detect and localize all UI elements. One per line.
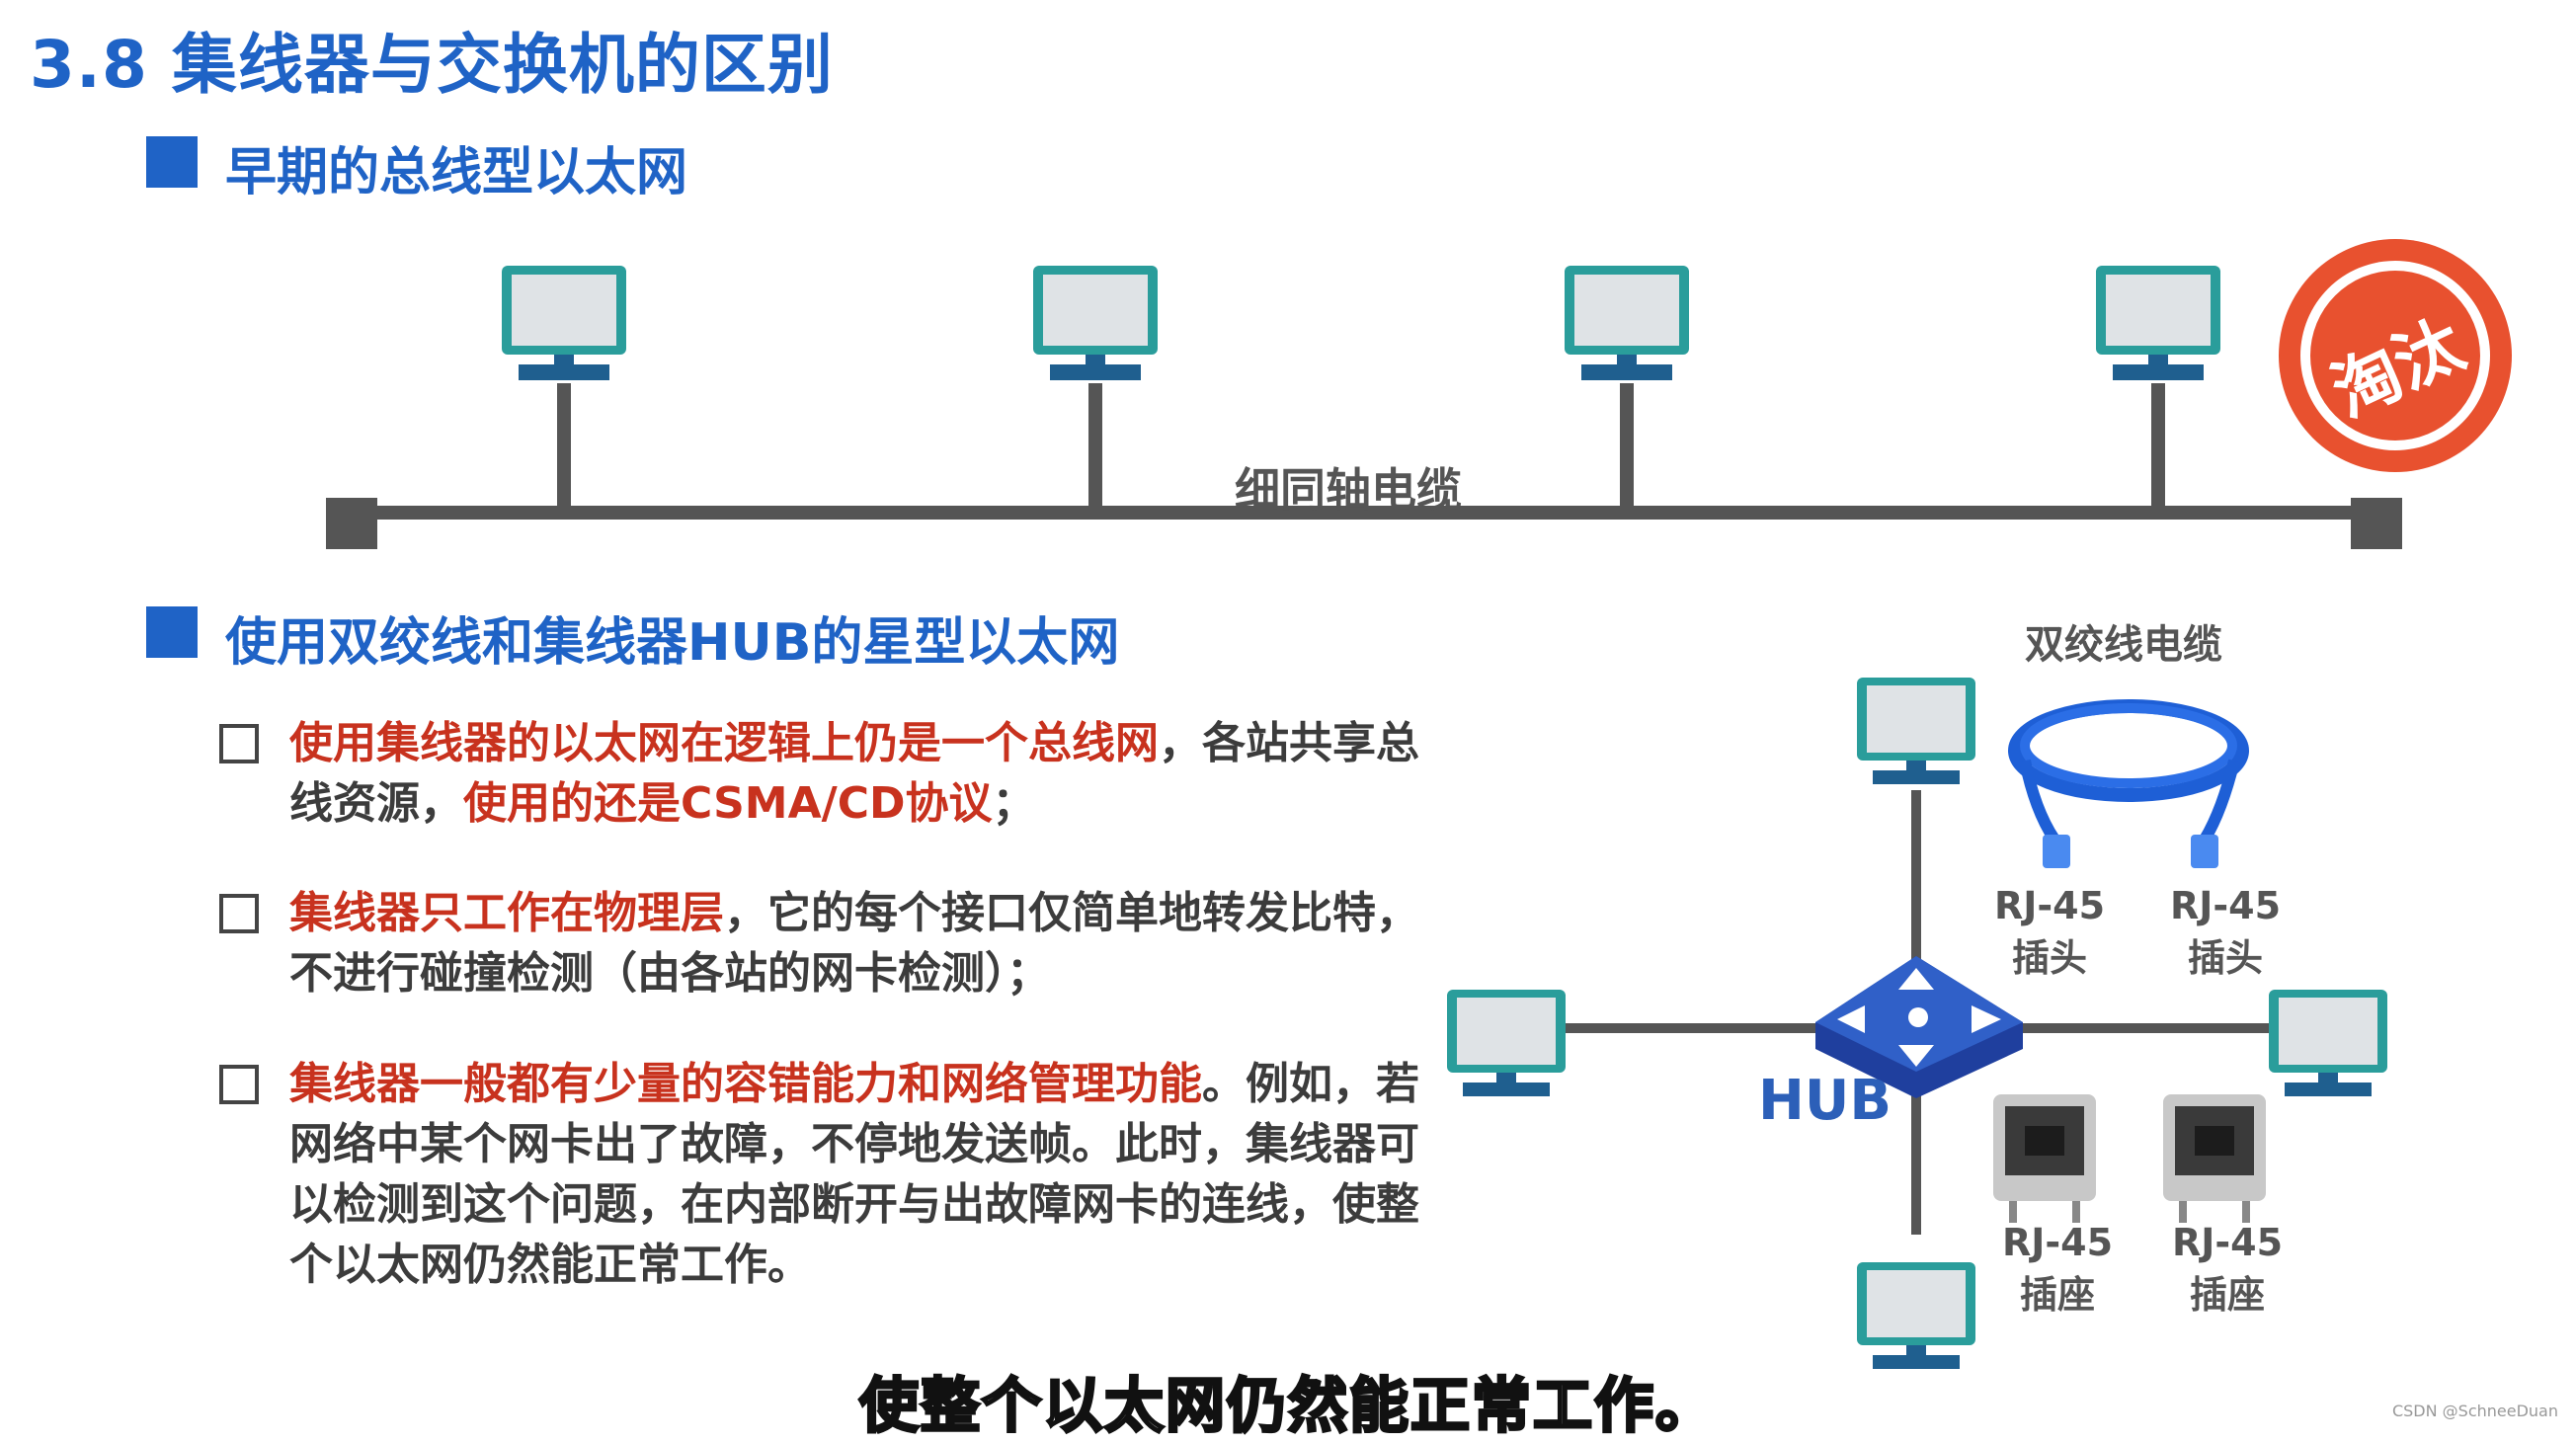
- bullet-1-plain-2: ；: [992, 778, 1036, 829]
- rj45-jack-2-icon: [2163, 1094, 2266, 1223]
- hub-label: HUB: [1758, 1069, 1892, 1133]
- twisted-pair-label: 双绞线电缆: [2025, 622, 2222, 668]
- rj45-jack-2-line2: 插座: [2189, 1273, 2265, 1317]
- star-monitor-right: [2269, 990, 2387, 1096]
- star-monitor-left: [1447, 990, 1566, 1096]
- rj45-plug-1-line1: RJ-45: [1993, 884, 2106, 927]
- bullet-1-plain: ，各站共享总线资源，: [289, 718, 1419, 829]
- section-title-star: 使用双绞线和集线器HUB的星型以太网: [225, 613, 1120, 673]
- rj45-plug-2-line2: 插头: [2187, 936, 2263, 980]
- bullet-2-plain: ，它的每个接口仅简单地转发比特，不进行碰撞检测（由各站的网卡检测）；: [289, 888, 1419, 999]
- watermark: CSDN @SchneeDuan: [2391, 1402, 2558, 1420]
- star-monitor-top: [1857, 678, 1975, 784]
- bullet-2-highlight: 集线器只工作在物理层: [289, 888, 724, 938]
- bus-monitor-3: [1565, 266, 1689, 380]
- rj45-jack-1-label: RJ-45 插座: [1993, 1221, 2122, 1319]
- bullet-1-highlight-2: 使用的还是CSMA/CD协议: [463, 778, 993, 829]
- bullet-3-plain: 。例如，若网络中某个网卡出了故障，不停地发送帧。此时，集线器可以检测到这个问题，…: [289, 1059, 1419, 1290]
- twisted-pair-cable-icon: [2008, 699, 2249, 868]
- page-title: 3.8 集线器与交换机的区别: [30, 27, 834, 103]
- bus-monitor-4: [2096, 266, 2220, 380]
- bullet-text-3: 集线器一般都有少量的容错能力和网络管理功能。例如，若网络中某个网卡出了故障，不停…: [289, 1054, 1455, 1295]
- rj45-jack-2-label: RJ-45 插座: [2163, 1221, 2292, 1319]
- hub-icon: [1815, 956, 2023, 1098]
- bullet-text-2: 集线器只工作在物理层，它的每个接口仅简单地转发比特，不进行碰撞检测（由各站的网卡…: [289, 883, 1455, 1003]
- rj45-plug-1-line2: 插头: [2011, 936, 2087, 980]
- rj45-plug-2-label: RJ-45 插头: [2161, 884, 2290, 982]
- rj45-jack-1-line1: RJ-45: [2001, 1221, 2114, 1264]
- section-marker: [146, 136, 198, 188]
- bus-cable: [326, 383, 2402, 549]
- rj45-jack-2-line1: RJ-45: [2171, 1221, 2284, 1264]
- bus-monitor-2: [1033, 266, 1158, 380]
- bullet-checkbox: [219, 894, 259, 933]
- bullet-checkbox: [219, 724, 259, 763]
- bus-monitor-1: [502, 266, 626, 380]
- bullet-3-highlight: 集线器一般都有少量的容错能力和网络管理功能: [289, 1059, 1202, 1109]
- video-subtitle: 使整个以太网仍然能正常工作。: [858, 1371, 1717, 1443]
- bullet-checkbox: [219, 1065, 259, 1104]
- star-monitor-bottom: [1857, 1262, 1975, 1369]
- obsolete-stamp: [2279, 239, 2512, 472]
- rj45-jack-1-icon: [1993, 1094, 2096, 1223]
- section-title-bus: 早期的总线型以太网: [225, 143, 688, 202]
- rj45-jack-1-line2: 插座: [2019, 1273, 2095, 1317]
- rj45-plug-1-label: RJ-45 插头: [1985, 884, 2114, 982]
- coax-cable-label: 细同轴电缆: [1235, 463, 1462, 517]
- bullet-text-1: 使用集线器的以太网在逻辑上仍是一个总线网，各站共享总线资源，使用的还是CSMA/…: [289, 713, 1455, 834]
- rj45-plug-2-line1: RJ-45: [2169, 884, 2282, 927]
- bullet-1-highlight: 使用集线器的以太网在逻辑上仍是一个总线网: [289, 718, 1159, 768]
- section-marker: [146, 606, 198, 658]
